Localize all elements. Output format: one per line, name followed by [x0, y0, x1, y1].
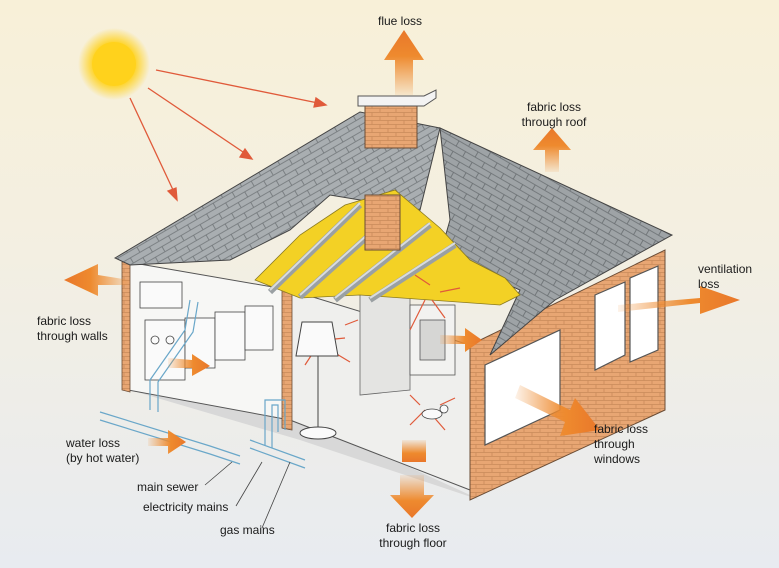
roof-loss-arrow — [533, 128, 571, 172]
label-floor-line1: fabric loss — [385, 521, 441, 535]
label-floor-line2: through floor — [379, 536, 447, 550]
chimney-breast — [359, 284, 411, 396]
floor-slab — [130, 385, 480, 500]
chimney — [357, 89, 437, 149]
label-windows-line2: through — [594, 437, 635, 451]
label-fabric-loss-floor: fabric loss through floor — [368, 521, 458, 551]
label-water-line1: water loss — [66, 436, 121, 450]
label-windows-line3: windows — [594, 452, 641, 466]
label-walls-line2: through walls — [37, 329, 108, 343]
roof-right — [439, 127, 674, 356]
walls-loss-arrow — [64, 264, 130, 296]
label-roof-line1: fabric loss — [526, 100, 582, 114]
label-ventilation-line2: loss — [698, 277, 720, 291]
label-main-sewer: main sewer — [137, 480, 199, 494]
label-ventilation-loss: ventilation loss — [698, 262, 752, 292]
service-pipes — [99, 299, 306, 469]
leader-lines — [204, 461, 291, 529]
label-gas-mains: gas mains — [220, 523, 275, 537]
label-roof-line2: through roof — [521, 115, 587, 129]
sun-icon — [78, 28, 150, 100]
kitchen-heat-arrow — [168, 354, 210, 376]
floor-loss-arrow — [390, 440, 434, 518]
label-water-loss: water loss (by hot water) — [66, 436, 139, 466]
floor-lamp — [295, 321, 339, 440]
window — [484, 265, 659, 446]
label-flue-loss: flue loss — [377, 14, 423, 28]
label-electricity-mains: electricity mains — [143, 500, 229, 514]
windows-loss-arrow — [515, 385, 600, 436]
flue-loss-arrow — [384, 30, 424, 95]
water-loss-arrow — [148, 430, 186, 454]
label-ventilation-line1: ventilation — [698, 262, 753, 276]
cat-icon — [421, 404, 449, 420]
kitchen-units — [139, 281, 274, 381]
label-water-line2: (by hot water) — [66, 451, 140, 465]
label-fabric-loss-walls: fabric loss through walls — [37, 314, 108, 344]
ventilation-loss-arrow — [618, 286, 740, 314]
label-windows-line1: fabric loss — [594, 422, 649, 436]
fireplace-heat-arrow — [440, 328, 482, 352]
label-walls-line1: fabric loss — [37, 314, 92, 328]
sun-rays — [129, 69, 328, 202]
label-fabric-loss-roof: fabric loss through roof — [508, 100, 600, 130]
label-fabric-loss-windows: fabric loss through windows — [594, 422, 648, 467]
